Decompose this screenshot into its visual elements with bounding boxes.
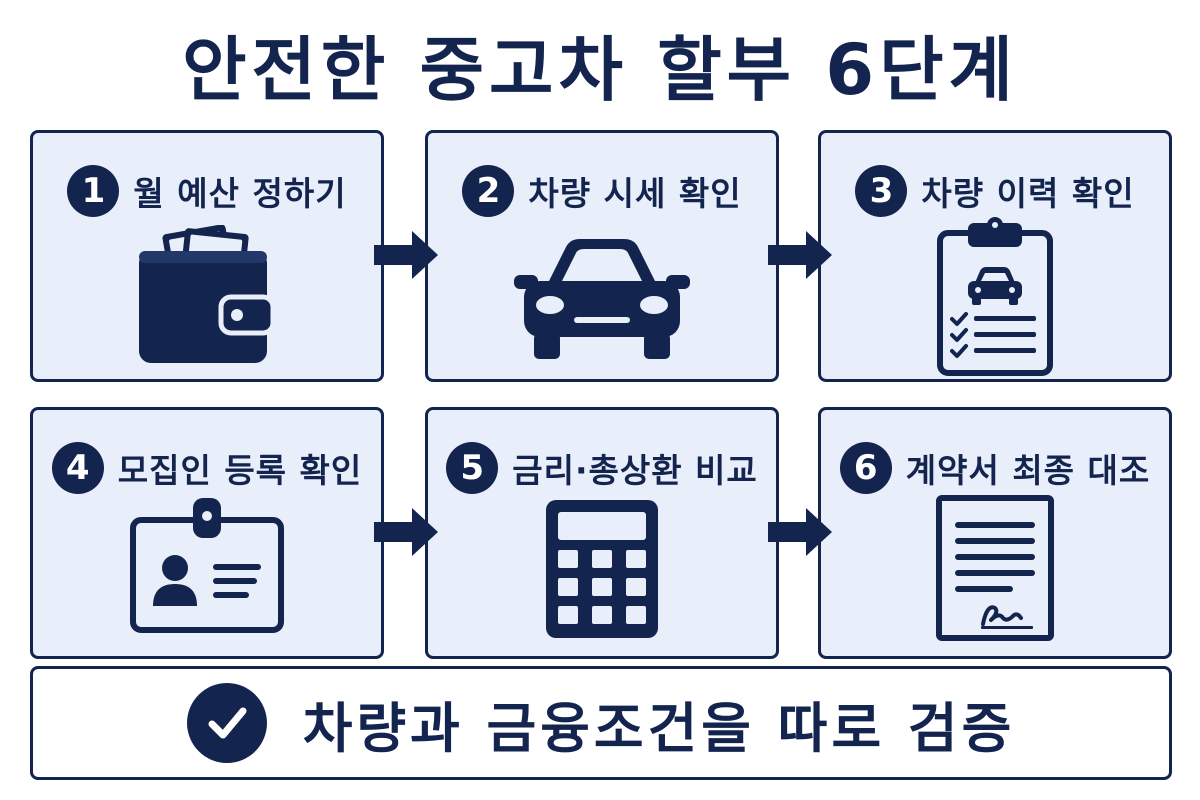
step-card-1: 1 월 예산 정하기 xyxy=(30,130,384,382)
checkmark-icon xyxy=(186,683,267,763)
step-number-1: 1 xyxy=(67,165,120,217)
arrow-right-icon-4 xyxy=(768,508,832,556)
step-label-6: 계약서 최종 대조 xyxy=(905,451,1151,490)
clipboard-checklist-icon xyxy=(930,215,1060,383)
car-icon xyxy=(512,233,692,367)
step-number-6: 6 xyxy=(839,442,892,494)
step-card-3: 3 차량 이력 확인 xyxy=(818,130,1172,382)
arrow-right-icon-2 xyxy=(768,231,832,279)
step-label-5: 금리·총상환 비교 xyxy=(512,451,758,490)
step-number-2: 2 xyxy=(462,165,515,217)
step-number-3: 3 xyxy=(855,165,908,217)
step-card-6: 6 계약서 최종 대조 xyxy=(818,407,1172,659)
step-card-5: 5 금리·총상환 비교 xyxy=(425,407,779,659)
step-header-5: 5 금리·총상환 비교 xyxy=(428,440,776,496)
step-label-3: 차량 이력 확인 xyxy=(921,174,1135,213)
wallet-icon xyxy=(137,224,277,369)
summary-banner: 차량과 금융조건을 따로 검증 xyxy=(30,666,1172,780)
step-card-2: 2 차량 시세 확인 xyxy=(425,130,779,382)
step-header-4: 4 모집인 등록 확인 xyxy=(33,440,381,496)
id-badge-icon xyxy=(127,496,287,640)
step-label-1: 월 예산 정하기 xyxy=(133,174,347,213)
step-header-2: 2 차량 시세 확인 xyxy=(428,163,776,219)
step-card-4: 4 모집인 등록 확인 xyxy=(30,407,384,659)
step-header-6: 6 계약서 최종 대조 xyxy=(821,440,1169,496)
arrow-right-icon-3 xyxy=(374,508,438,556)
page-title: 안전한 중고차 할부 6단계 xyxy=(182,28,1018,111)
arrow-right-icon-1 xyxy=(374,231,438,279)
step-header-1: 1 월 예산 정하기 xyxy=(33,163,381,219)
step-number-5: 5 xyxy=(446,442,499,494)
summary-banner-text: 차량과 금융조건을 따로 검증 xyxy=(302,696,1016,760)
step-header-3: 3 차량 이력 확인 xyxy=(821,163,1169,219)
signed-contract-icon xyxy=(933,494,1057,648)
step-label-4: 모집인 등록 확인 xyxy=(117,451,363,490)
calculator-icon xyxy=(542,496,662,646)
step-label-2: 차량 시세 확인 xyxy=(528,174,742,213)
step-number-4: 4 xyxy=(51,442,104,494)
